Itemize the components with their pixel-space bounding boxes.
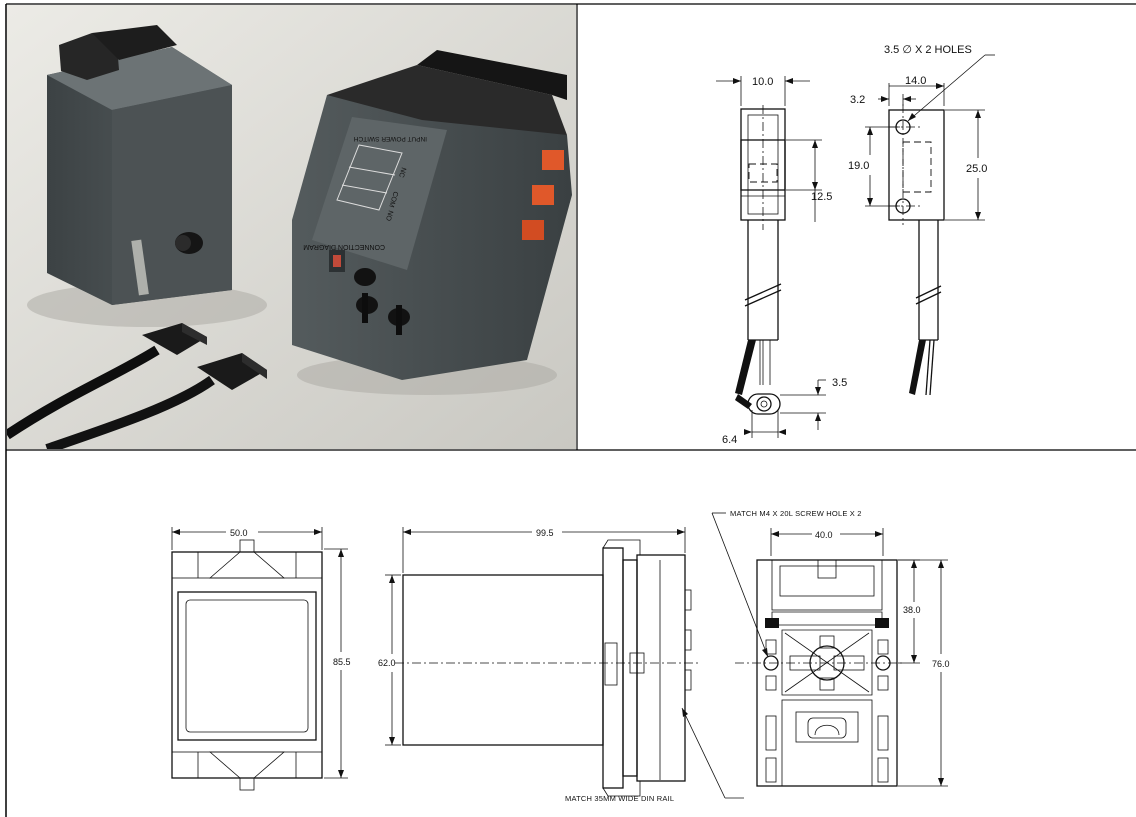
dim-sensor-face: 12.5: [811, 191, 832, 203]
dim-hole-offset: 3.2: [850, 94, 865, 106]
controller-left: [47, 25, 232, 305]
socket-view: 40.0 38.0 76.0 MATCH M4 X 20L SCREW HOLE…: [711, 509, 950, 787]
note-screw-hole: MATCH M4 X 20L SCREW HOLE X 2: [730, 509, 862, 518]
dim-body-width: 14.0: [905, 75, 926, 87]
sensor-front-view: 10.0 12.5 3.5 6.4: [716, 76, 847, 446]
photo-label-com: COM: [387, 190, 399, 208]
note-holes: 3.5 ∅ X 2 HOLES: [884, 44, 972, 56]
dim-front-width: 50.0: [230, 528, 248, 538]
controller-side-view: 99.5 62.0 MATCH 35MM WIDE DIN RAIL: [378, 527, 744, 803]
controller-right: NC COM NO INPUT POWER SWITCH CONNECTION …: [292, 50, 572, 380]
dim-socket-half: 38.0: [903, 605, 921, 615]
note-din-rail: MATCH 35MM WIDE DIN RAIL: [565, 794, 674, 803]
controller-front-view: 50.0 85.5: [171, 527, 351, 791]
dim-side-height: 62.0: [378, 658, 396, 668]
sensor-cables: [7, 323, 267, 449]
photo-label-diagram: CONNECTION DIAGRAM: [303, 243, 385, 250]
dim-front-height: 85.5: [333, 657, 351, 667]
controller-front-outline: [171, 551, 323, 779]
dim-socket-width: 40.0: [815, 530, 833, 540]
dim-sensor-width: 10.0: [752, 76, 773, 88]
product-photo-illustration: NC COM NO INPUT POWER SWITCH CONNECTION …: [7, 5, 576, 449]
dim-lens-offset: 3.5: [832, 377, 847, 389]
dim-hole-pitch: 19.0: [848, 160, 869, 172]
socket-outline: [756, 559, 898, 787]
product-photo: NC COM NO INPUT POWER SWITCH CONNECTION …: [7, 5, 576, 449]
controller-side-outline: [402, 574, 604, 746]
photo-label-nc: NC: [397, 166, 407, 178]
sensor-side-outline: [888, 109, 945, 221]
dim-lens-dia: 6.4: [722, 434, 737, 446]
dim-body-height: 25.0: [966, 163, 987, 175]
photo-label-switch: INPUT POWER SWITCH: [354, 135, 427, 142]
dim-side-depth: 99.5: [536, 528, 554, 538]
dim-socket-height: 76.0: [932, 659, 950, 669]
sensor-side-view: 14.0 3.2 3.5 ∅ X 2 HOLES 19.0 25.0: [848, 44, 995, 396]
photo-label-no: NO: [384, 209, 394, 222]
